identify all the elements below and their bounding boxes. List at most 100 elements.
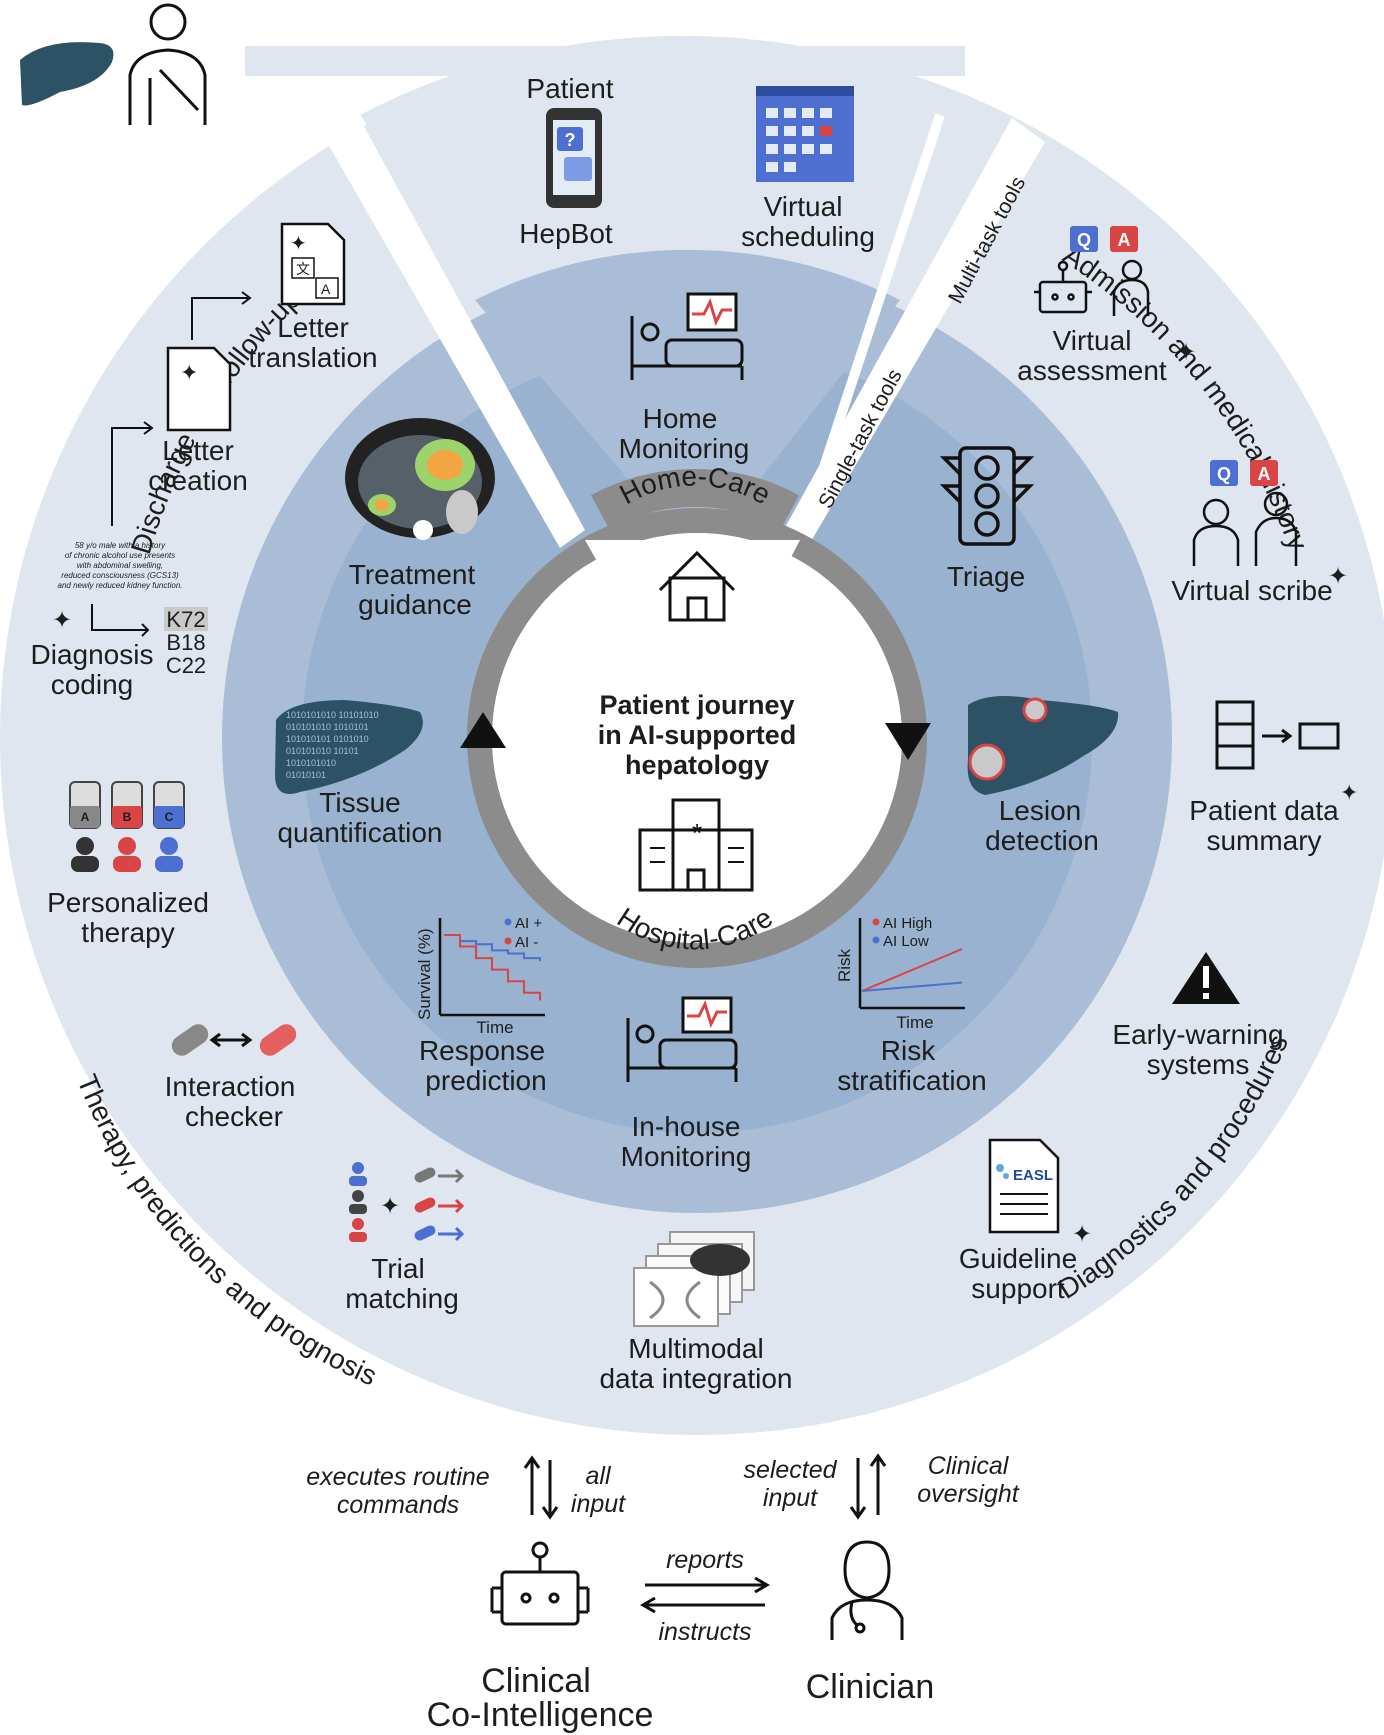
down-triangle-icon xyxy=(885,723,931,760)
traffic-light-icon xyxy=(939,446,1035,546)
svg-text:A: A xyxy=(321,281,331,297)
response-xlabel: Time xyxy=(476,1018,513,1037)
calendar-icon xyxy=(756,86,854,182)
multimodal-line2: data integration xyxy=(599,1363,792,1394)
clinical-note: 58 y/o male with a history of chronic al… xyxy=(58,541,183,590)
robot-icon xyxy=(1034,260,1092,314)
robot-large-icon xyxy=(490,1541,590,1626)
sparkle-icon: ✦ xyxy=(52,607,72,634)
risk-strat-line2: stratification xyxy=(837,1065,986,1096)
diagnosis-coding-line1: Diagnosis xyxy=(31,639,154,670)
triage-label: Triage xyxy=(947,561,1025,592)
svg-text:010101010 1010101: 010101010 1010101 xyxy=(286,722,369,732)
coding-arrowhead xyxy=(141,623,150,637)
separator-left xyxy=(320,110,585,548)
code-3: C22 xyxy=(166,653,206,678)
inhouse-bed-monitor-icon xyxy=(626,996,738,1082)
translation-arrowhead xyxy=(241,291,252,305)
data-summary-icon xyxy=(1215,700,1340,770)
response-legend-1: AI + xyxy=(515,915,542,932)
executes-line1: executes routine xyxy=(306,1463,489,1491)
risk-series-2 xyxy=(861,981,963,992)
qa-badges-icon: Q A xyxy=(1070,226,1138,252)
svg-text:EASL: EASL xyxy=(1013,1167,1053,1184)
svg-text:hepatology: hepatology xyxy=(625,750,769,780)
risk-series-1 xyxy=(861,948,963,992)
interaction-line2: checker xyxy=(185,1101,283,1132)
home-monitoring-line1: Home xyxy=(643,403,718,434)
virtual-scribe-label: Virtual scribe xyxy=(1171,575,1332,606)
home-wedge xyxy=(475,249,900,560)
creation-arrow xyxy=(111,427,150,526)
early-warning-line1: Early-warning xyxy=(1112,1019,1283,1050)
svg-text:and newly reduced kidney funct: and newly reduced kidney function. xyxy=(58,581,183,590)
trial-matching-icon: ✦ xyxy=(349,1162,465,1242)
response-ylabel: Survival (%) xyxy=(415,928,434,1020)
hospital-icon: * xyxy=(638,798,754,892)
io-arrows-right xyxy=(849,1453,887,1520)
multimodal-stack-icon xyxy=(633,1231,755,1327)
letter-translation-line1: Letter xyxy=(277,312,349,343)
patient-label: Patient xyxy=(526,73,613,104)
svg-text:✦: ✦ xyxy=(380,1193,400,1220)
phone-icon: ? xyxy=(546,108,602,208)
bed-monitor-icon xyxy=(630,292,744,380)
doctor-patient-icon xyxy=(1192,491,1298,566)
house-icon xyxy=(658,550,736,622)
executes-line2: commands xyxy=(337,1491,459,1519)
svg-text:1010101010: 1010101010 xyxy=(286,758,336,768)
response-legend-dot-2 xyxy=(504,937,512,945)
selected-input-line1: selected xyxy=(743,1456,837,1484)
diagnosis-coding-line2: coding xyxy=(51,669,134,700)
svg-text:in AI-supported: in AI-supported xyxy=(598,720,796,750)
response-prediction-line1: Response xyxy=(419,1035,545,1066)
reports-label: reports xyxy=(666,1546,744,1574)
translation-arrow xyxy=(191,297,248,340)
sparkle-icon: ✦ xyxy=(1072,1221,1092,1248)
svg-text:101010101 0101010: 101010101 0101010 xyxy=(286,734,369,744)
center-fill xyxy=(492,533,902,943)
pill-interaction-icon xyxy=(171,1024,297,1056)
svg-text:of chronic alcohol use present: of chronic alcohol use presents xyxy=(65,551,175,560)
svg-text:01010101: 01010101 xyxy=(286,770,326,780)
patient-summary-line1: Patient data xyxy=(1189,795,1339,826)
response-series-2 xyxy=(444,934,541,1001)
sparkle-icon: ✦ xyxy=(1176,339,1196,366)
home-care-band xyxy=(590,469,800,529)
svg-text:58 y/o male with a history: 58 y/o male with a history xyxy=(75,541,166,550)
center-title: Patient journey in AI-supported hepatolo… xyxy=(598,690,796,780)
treatment-guidance-line1: Treatment xyxy=(349,559,476,590)
svg-text:✦: ✦ xyxy=(290,233,307,255)
svg-text:B: B xyxy=(123,810,132,824)
translate-document-icon: ✦ 文 A xyxy=(280,222,346,306)
risk-legend-dot-1 xyxy=(872,918,880,926)
response-prediction-line2: prediction xyxy=(425,1065,546,1096)
trial-matching-line1: Trial xyxy=(371,1253,424,1284)
svg-text:A: A xyxy=(1118,230,1131,250)
svg-text:Q: Q xyxy=(1217,464,1231,484)
lesion-detection-line2: detection xyxy=(985,825,1099,856)
svg-text:1010101010 10101010: 1010101010 10101010 xyxy=(286,710,379,720)
virtual-scheduling-line2: scheduling xyxy=(741,221,875,252)
svg-text:*: * xyxy=(692,818,702,848)
all-input-line1: all xyxy=(585,1462,611,1490)
tissue-quant-line1: Tissue xyxy=(319,787,400,818)
creation-arrowhead xyxy=(143,421,154,435)
risk-ylabel: Risk xyxy=(835,948,854,982)
svg-text:A: A xyxy=(1258,464,1271,484)
personalized-line2: therapy xyxy=(81,917,174,948)
svg-text:Q: Q xyxy=(1077,230,1091,250)
inhouse-monitoring-line2: Monitoring xyxy=(621,1141,752,1172)
coint-line2: Co-Intelligence xyxy=(427,1696,654,1734)
guideline-doc-icon: EASL xyxy=(988,1138,1060,1234)
code-highlight xyxy=(164,607,208,631)
svg-text:C: C xyxy=(165,810,174,824)
qa-badges-icon-2: Q A xyxy=(1210,460,1278,486)
interaction-line1: Interaction xyxy=(165,1071,296,1102)
code-1: K72 xyxy=(166,607,205,632)
coint-line1: Clinical xyxy=(481,1662,591,1700)
inhouse-monitoring-line1: In-house xyxy=(632,1111,741,1142)
instructs-label: instructs xyxy=(658,1618,751,1646)
patient-icon xyxy=(128,3,207,125)
svg-text:文: 文 xyxy=(296,261,310,277)
